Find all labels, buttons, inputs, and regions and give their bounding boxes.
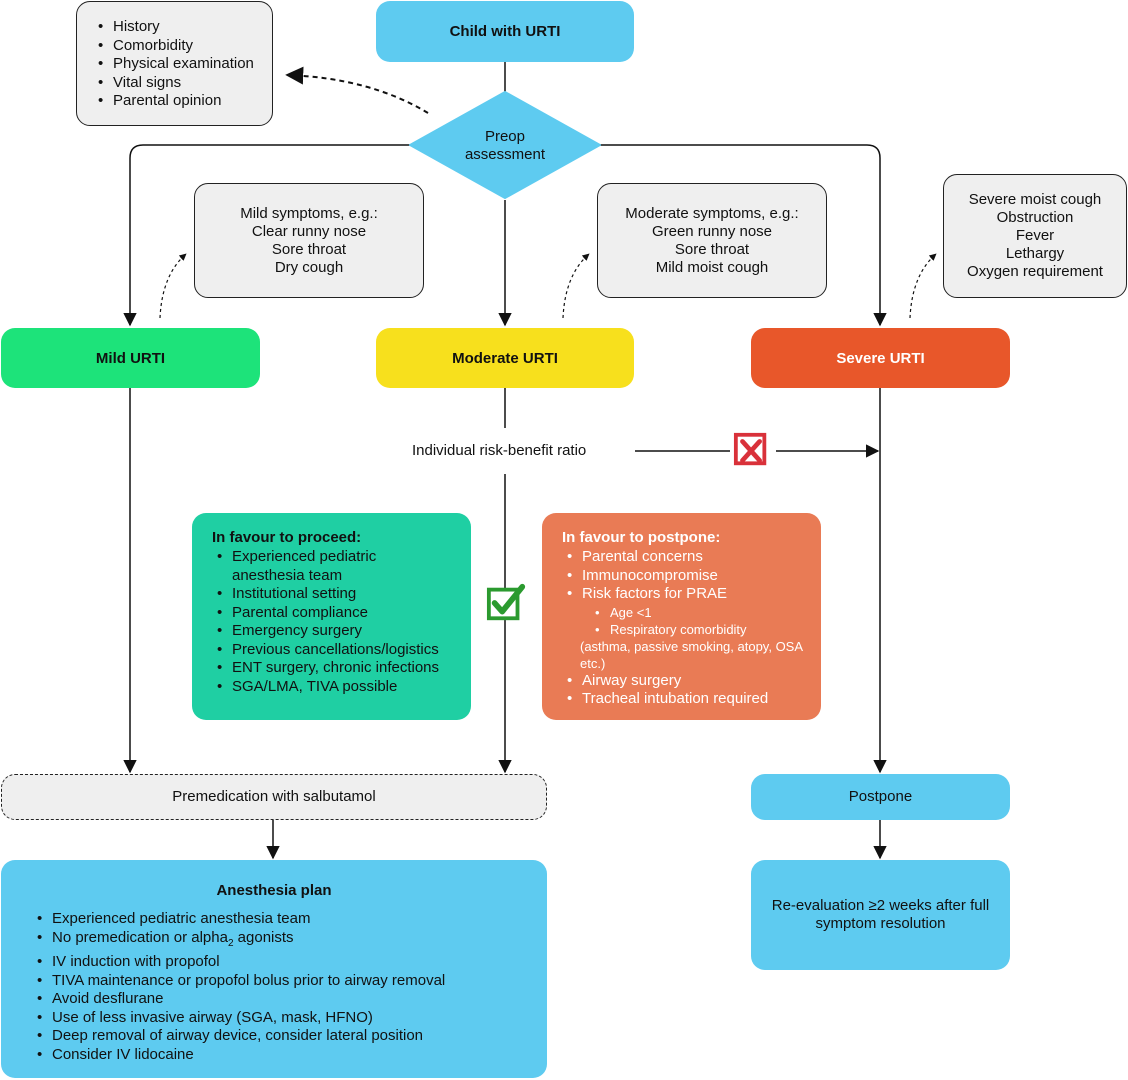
moderate-symptom-item: Sore throat	[674, 240, 750, 258]
mild-symptom-item: Sore throat	[271, 240, 347, 258]
assessment-factors-box: History Comorbidity Physical examination…	[76, 1, 273, 126]
assessment-factors-list: History Comorbidity Physical examination…	[93, 18, 272, 111]
list-item: Parental compliance	[217, 604, 471, 623]
proceed-title: In favour to proceed:	[212, 529, 362, 546]
list-item: Parental opinion	[98, 92, 272, 111]
list-item: Parental concerns	[567, 548, 821, 567]
list-item: Consider IV lidocaine	[37, 1046, 547, 1065]
list-item: ENT surgery, chronic infections	[217, 659, 471, 678]
proceed-box: In favour to proceed: Experienced pediat…	[192, 513, 471, 720]
severe-symptom-item: Oxygen requirement	[967, 263, 1103, 280]
cross-icon	[733, 432, 767, 466]
proceed-list: Experienced pediatric anesthesia team In…	[212, 548, 471, 696]
edge-mild-symptoms	[159, 253, 187, 319]
node-severe: Severe URTI	[751, 328, 1010, 388]
severe-symptom-item: Lethargy	[1005, 245, 1065, 262]
edge-assessment-factors	[285, 66, 429, 114]
plan-list: Experienced pediatric anesthesia team No…	[37, 910, 547, 1065]
edge-moderate-symptoms	[562, 253, 590, 319]
plan-alpha-text: No premedication or alpha	[52, 928, 228, 946]
node-assessment: Preop assessment	[440, 126, 570, 166]
node-reevaluation-label: Re-evaluation ≥2 weeks after full sympto…	[771, 897, 990, 932]
edge-severe-symptoms	[909, 253, 937, 319]
list-item: Vital signs	[98, 74, 272, 93]
list-item: Experienced pediatric anesthesia team	[37, 910, 547, 929]
list-item: Use of less invasive airway (SGA, mask, …	[37, 1009, 547, 1028]
node-moderate: Moderate URTI	[376, 328, 634, 388]
mild-symptom-item: Dry cough	[274, 258, 344, 276]
list-item: Previous cancellations/logistics	[217, 641, 471, 660]
postpone-factors-box: In favour to postpone: Parental concerns…	[542, 513, 821, 720]
list-item: IV induction with propofol	[37, 953, 547, 972]
plan-box: Anesthesia plan Experienced pediatric an…	[1, 860, 547, 1078]
postpone-factors-note: (asthma, passive smoking, atopy, OSA etc…	[580, 638, 803, 671]
list-item: Immunocompromise	[567, 567, 821, 586]
list-item: History	[98, 18, 272, 37]
list-item: Tracheal intubation required	[567, 690, 821, 709]
list-item: Avoid desflurane	[37, 990, 547, 1009]
mild-symptoms-heading: Mild symptoms, e.g.:	[240, 204, 378, 222]
postpone-factors-title: In favour to postpone:	[562, 529, 721, 546]
plan-alpha-suffix: agonists	[233, 928, 294, 946]
mild-symptoms-box: Mild symptoms, e.g.: Clear runny nose So…	[194, 183, 424, 298]
postpone-factors-sublist: Age <1 Respiratory comorbidity	[562, 604, 821, 638]
list-item: No premedication or alpha2 agonists	[37, 928, 547, 954]
list-subitem: Age <1	[595, 604, 821, 621]
moderate-symptoms-heading: Moderate symptoms, e.g.:	[625, 204, 799, 222]
node-moderate-label: Moderate URTI	[452, 349, 558, 367]
node-severe-label: Severe URTI	[836, 349, 925, 367]
severe-symptoms-box: Severe moist cough Obstruction Fever Let…	[943, 174, 1127, 298]
severe-symptom-item: Obstruction	[996, 209, 1074, 226]
node-postpone-label: Postpone	[848, 788, 913, 805]
list-item: Risk factors for PRAE	[567, 585, 821, 604]
node-mild-label: Mild URTI	[95, 349, 166, 367]
node-assessment-label: Preop assessment	[464, 128, 546, 163]
list-item: Emergency surgery	[217, 622, 471, 641]
node-start: Child with URTI	[376, 1, 634, 62]
risk-benefit-text: Individual risk-benefit ratio	[412, 442, 587, 459]
list-item: SGA/LMA, TIVA possible	[217, 678, 471, 697]
list-item: TIVA maintenance or propofol bolus prior…	[37, 972, 547, 991]
postpone-factors-list-b: Airway surgery Tracheal intubation requi…	[562, 672, 821, 709]
moderate-symptom-item: Mild moist cough	[655, 258, 769, 276]
postpone-factors-list: Parental concerns Immunocompromise Risk …	[562, 548, 821, 604]
mild-symptom-item: Clear runny nose	[251, 222, 367, 240]
list-subitem: Respiratory comorbidity	[595, 621, 821, 638]
check-icon	[486, 583, 526, 621]
list-item: Physical examination	[98, 55, 272, 74]
moderate-symptoms-box: Moderate symptoms, e.g.: Green runny nos…	[597, 183, 827, 298]
node-mild: Mild URTI	[1, 328, 260, 388]
node-premedication-label: Premedication with salbutamol	[172, 788, 376, 805]
plan-title: Anesthesia plan	[216, 882, 332, 899]
risk-benefit-label: Individual risk-benefit ratio	[406, 442, 593, 459]
node-start-label: Child with URTI	[449, 23, 561, 40]
node-premedication: Premedication with salbutamol	[1, 774, 547, 820]
list-item: Institutional setting	[217, 585, 471, 604]
severe-symptom-item: Fever	[1015, 227, 1055, 244]
moderate-symptom-item: Green runny nose	[651, 222, 773, 240]
node-reevaluation: Re-evaluation ≥2 weeks after full sympto…	[751, 860, 1010, 970]
list-item: Airway surgery	[567, 672, 821, 691]
plan-alpha-subscript: 2	[227, 937, 234, 949]
severe-symptom-item: Severe moist cough	[968, 191, 1102, 208]
list-item: Deep removal of airway device, consider …	[37, 1027, 547, 1046]
node-postpone: Postpone	[751, 774, 1010, 820]
list-item: Experienced pediatric anesthesia team	[217, 548, 412, 585]
list-item: Comorbidity	[98, 37, 272, 56]
